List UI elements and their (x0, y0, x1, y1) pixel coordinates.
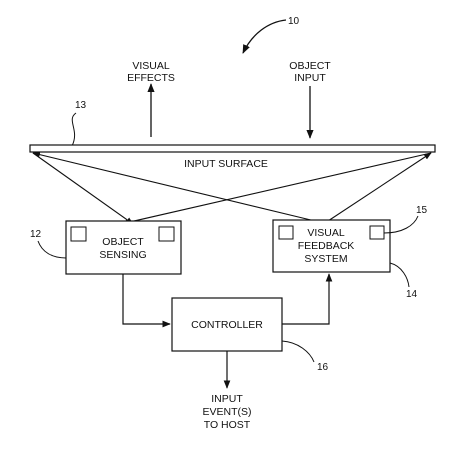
ref-14-label: 14 (406, 289, 418, 300)
diag-feedback-to-right (327, 152, 432, 222)
ref-16-label: 16 (317, 362, 329, 373)
object-input-line2: INPUT (294, 72, 326, 84)
ref-10-label: 10 (288, 16, 300, 27)
controller-label: CONTROLLER (191, 319, 263, 331)
visual-feedback-window-left (278, 225, 294, 240)
input-events-line2: EVENT(S) (202, 406, 251, 418)
object-sensing-window-right (158, 226, 175, 242)
object-input-line1: OBJECT (289, 60, 331, 72)
visual-feedback-line1: VISUAL (307, 227, 345, 239)
ref-13-leader (71, 112, 77, 147)
ref-12-leader (37, 240, 67, 259)
visual-feedback-line2: FEEDBACK (298, 240, 355, 252)
ref-10-arrow (242, 19, 287, 54)
input-surface-label: INPUT SURFACE (184, 158, 268, 170)
object-sensing-line2: SENSING (99, 249, 146, 261)
object-sensing-window-left (70, 226, 87, 242)
ref-15-label: 15 (416, 205, 428, 216)
object-sensing-line1: OBJECT (102, 236, 144, 248)
visual-effects-line2: EFFECTS (127, 72, 175, 84)
input-events-line3: TO HOST (204, 419, 251, 431)
diag-right-to-sensing (120, 152, 432, 226)
ref-12-label: 12 (30, 229, 42, 240)
diag-feedback-to-left (32, 151, 316, 222)
input-surface-bar (29, 144, 436, 153)
ref-16-leader (281, 340, 315, 363)
ref-14-leader (389, 262, 410, 288)
input-events-line1: INPUT (211, 393, 243, 405)
visual-feedback-line3: SYSTEM (304, 253, 347, 265)
diag-left-to-sensing (32, 152, 134, 225)
ref-13-label: 13 (75, 100, 87, 111)
ref-15-leader (383, 215, 419, 234)
visual-effects-line1: VISUAL (132, 60, 170, 72)
sensing-to-controller-arrow (122, 274, 171, 328)
controller-to-feedback-arrow (282, 273, 333, 325)
controller-box (171, 297, 283, 352)
visual-feedback-window-right (369, 225, 385, 240)
